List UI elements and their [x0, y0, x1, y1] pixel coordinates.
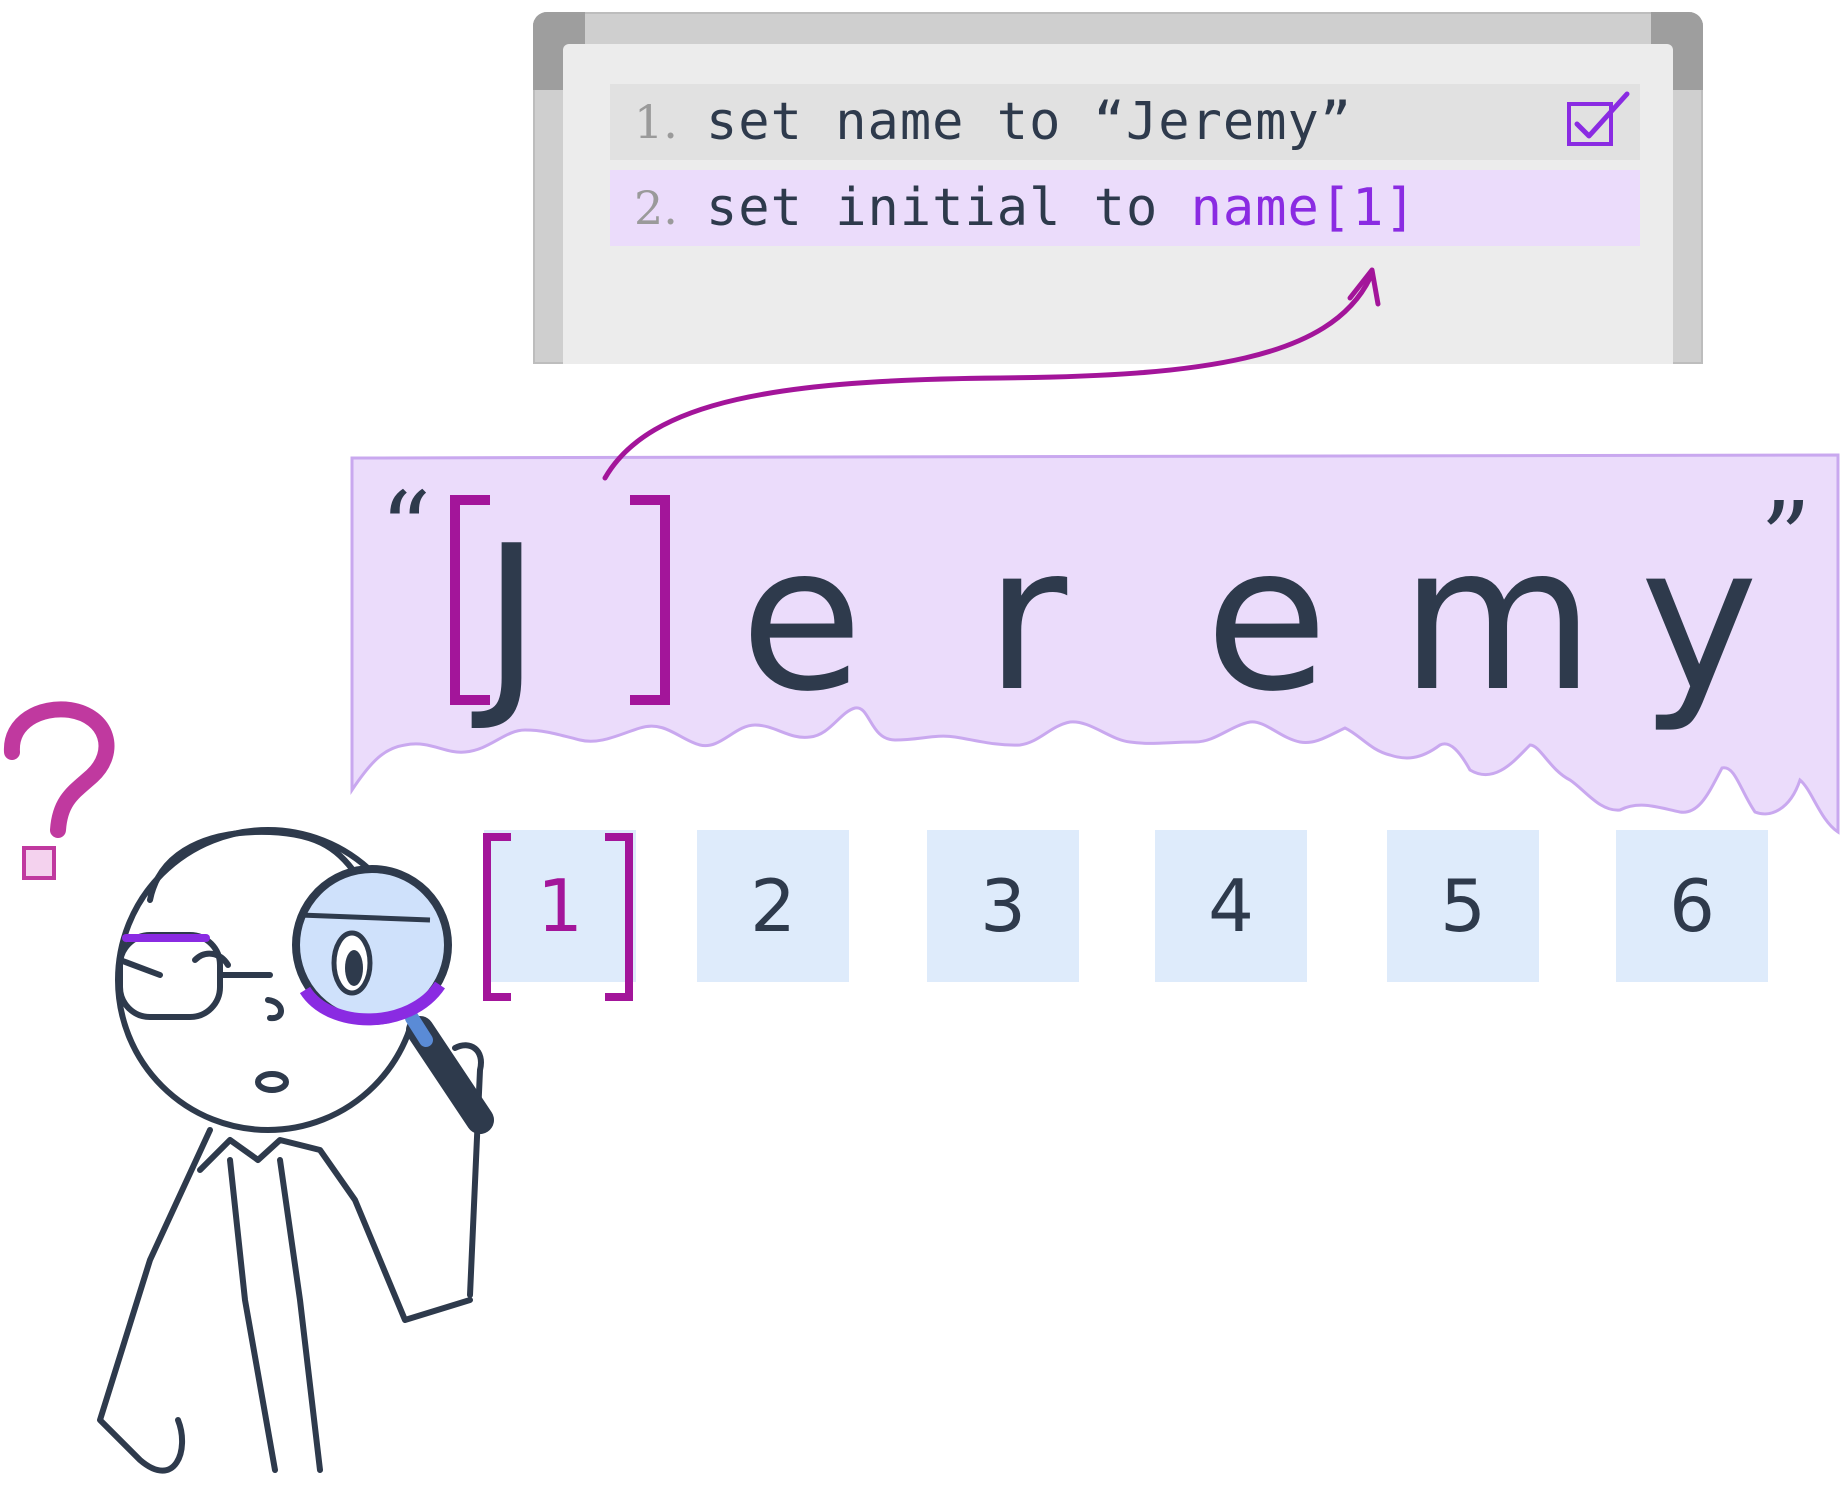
code-text: set name to “Jeremy”: [706, 92, 1353, 152]
line-number: 1.: [634, 95, 678, 149]
close-quote: ”: [1760, 480, 1812, 597]
word-letter: e: [740, 503, 864, 736]
word-letter: y: [1640, 503, 1759, 736]
word-letter: J: [482, 503, 541, 736]
code-line-1: 1. set name to “Jeremy”: [610, 84, 1640, 160]
index-box: 2: [697, 830, 849, 982]
code-text: set initial to: [706, 178, 1191, 238]
index-label: 2: [750, 864, 796, 948]
code-line-2: 2. set initial to name[1]: [610, 170, 1640, 246]
index-box: 5: [1387, 830, 1539, 982]
index-box: 4: [1155, 830, 1307, 982]
index-label: 4: [1208, 864, 1254, 948]
question-mark-icon: [4, 701, 115, 880]
index-box: 3: [927, 830, 1079, 982]
index-label: 1: [537, 864, 583, 948]
word-letter: r: [985, 503, 1068, 736]
index-box: 1: [484, 830, 636, 982]
scientist-character: [97, 827, 494, 1474]
word-banner: [350, 453, 1840, 835]
word-letter: m: [1400, 503, 1595, 736]
word-letter: e: [1205, 503, 1329, 736]
letter-bracket-right: [630, 495, 670, 705]
magnifying-glass-icon: [292, 865, 452, 1026]
code-highlight: name[1]: [1190, 178, 1417, 238]
index-label: 5: [1440, 864, 1486, 948]
letter-bracket-left: [450, 495, 490, 705]
open-quote: “: [380, 470, 432, 587]
index-bracket-left: [483, 833, 511, 1001]
line-number: 2.: [634, 181, 678, 235]
index-label: 3: [980, 864, 1026, 948]
checkbox-checked-icon: [1567, 91, 1630, 146]
index-bracket-right: [605, 833, 633, 1001]
index-box: 6: [1616, 830, 1768, 982]
index-label: 6: [1669, 864, 1715, 948]
